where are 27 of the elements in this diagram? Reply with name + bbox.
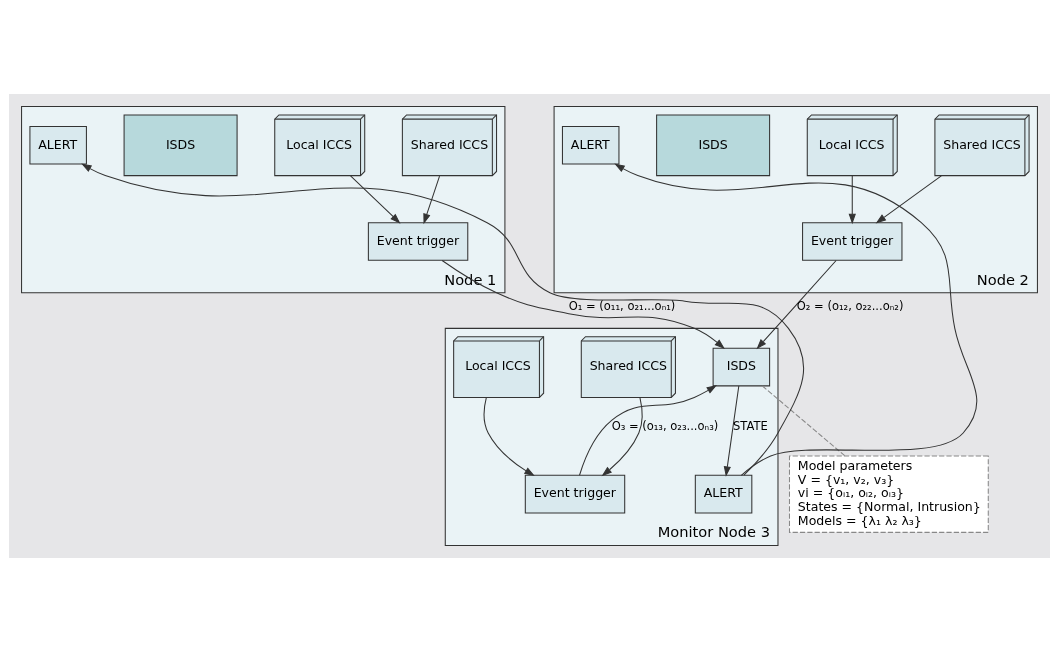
arrow	[723, 385, 740, 477]
node-box: ALERT	[694, 474, 753, 514]
arrow	[81, 163, 805, 476]
edge-label: O₁ = (o₁₁, o₂₁...oₙ₁)	[568, 299, 676, 314]
arrow	[875, 175, 942, 224]
node-box: Event trigger	[524, 474, 626, 514]
node-box: Model parameters V = {v₁, v₂, v₃} vi = {oᵢ₁, oᵢ₂, oᵢ₃} States = {Normal, Intrusion} Models = {λ₁ λ₂ λ₃}	[788, 455, 989, 533]
edge-label: O₃ = (o₁₃, o₂₃...oₙ₃)	[611, 418, 719, 433]
edge-label: O₂ = (o₁₂, o₂₂...oₙ₂)	[796, 299, 904, 314]
node-box: ISDS	[123, 114, 238, 177]
arrow	[848, 175, 856, 225]
node-box: Event trigger	[367, 222, 469, 261]
node-box: ALERT	[29, 125, 87, 165]
arrow	[350, 175, 401, 224]
node-box: ISDS	[656, 114, 771, 177]
arrow	[579, 385, 718, 476]
arrow	[441, 260, 725, 349]
node-box: ALERT	[561, 125, 620, 165]
arrow	[601, 397, 643, 477]
arrow	[614, 163, 978, 476]
arrow	[423, 175, 441, 225]
node-box: ISDS	[712, 347, 771, 387]
arrow	[483, 396, 535, 477]
arrow	[756, 260, 837, 350]
node-box: Event trigger	[802, 222, 903, 261]
edge-label: STATE	[732, 418, 768, 433]
connector	[761, 385, 846, 457]
